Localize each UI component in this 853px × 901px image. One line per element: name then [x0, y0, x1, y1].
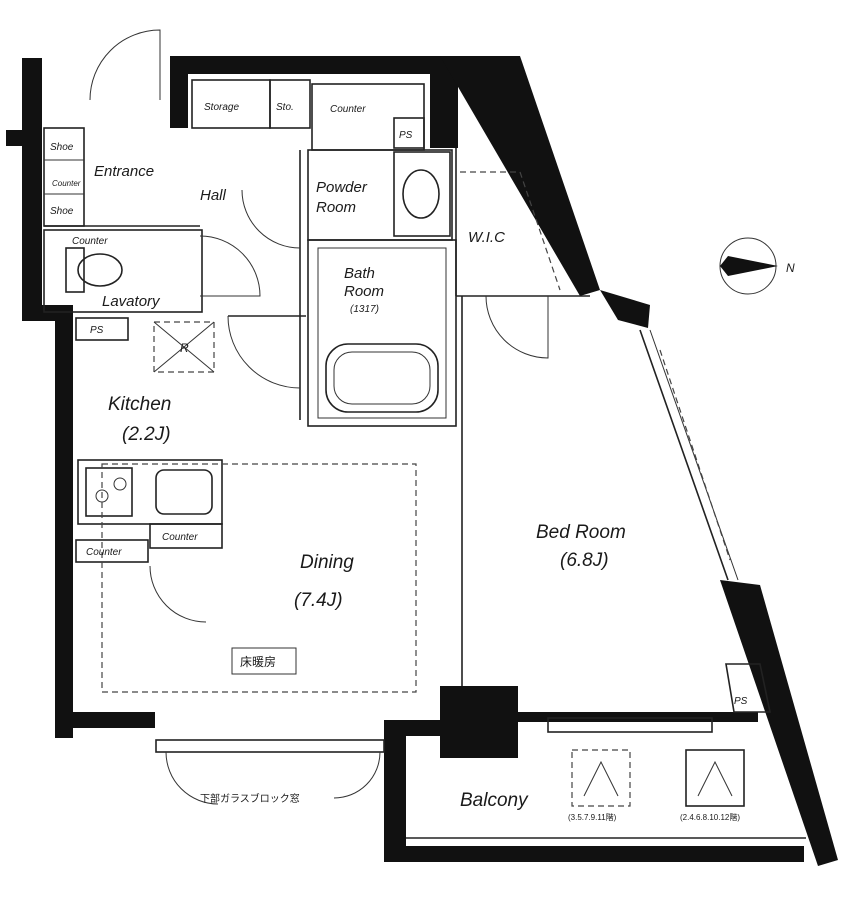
- floor-heating-box: [231, 647, 297, 675]
- storage-door: [149, 565, 207, 623]
- kitchen-door: [227, 315, 301, 389]
- bedroom-size: (6.8J): [560, 550, 609, 571]
- doors: [89, 29, 549, 805]
- wall-top: [170, 56, 440, 74]
- wall-left-lower: [55, 318, 73, 738]
- glass-block-window: [155, 739, 385, 753]
- fridge-mark: R: [180, 341, 189, 355]
- glass-block-note: 下部ガラスブロック窓: [200, 792, 300, 805]
- counter-left-label: Counter: [86, 547, 122, 558]
- counter-lavatory-label: Counter: [72, 236, 108, 247]
- dining-size: (7.4J): [294, 590, 343, 611]
- bedroom-door: [485, 295, 549, 359]
- ps-box-kitchen: [75, 317, 129, 341]
- floor-heating-label: 床暖房: [240, 654, 276, 669]
- bath-room: [307, 239, 457, 427]
- sash-window: [659, 349, 731, 561]
- bath-size: (1317): [350, 304, 379, 315]
- window-door-right: [333, 751, 381, 799]
- outer-walls: [6, 56, 838, 866]
- counter-left-box: [75, 539, 149, 563]
- hatch-right-label: (2.4.6.8.10.12階): [680, 812, 740, 822]
- interior-walls: [43, 79, 806, 839]
- kitchen-label: Kitchen: [108, 394, 171, 415]
- wall-bedroom-bottom: [518, 712, 758, 722]
- lavatory-label: Lavatory: [102, 293, 161, 310]
- wall-diagonal-notch: [600, 290, 650, 328]
- balcony-label: Balcony: [460, 790, 529, 811]
- wall-balcony-bottom: [384, 846, 804, 862]
- ps-box-bedroom: [725, 663, 771, 713]
- kitchen-sink: [155, 469, 213, 515]
- bath-line1: Bath: [344, 265, 375, 282]
- toilet-bowl: [77, 253, 123, 287]
- hatch-right: [685, 749, 745, 807]
- wall-diagonal-lower: [720, 580, 838, 866]
- compass-arrow-icon: [720, 266, 778, 276]
- entrance-label: Entrance: [94, 163, 154, 180]
- wall-left-upper: [22, 58, 42, 320]
- lavatory-door: [199, 235, 261, 297]
- balcony-window: [547, 717, 713, 733]
- dining-label: Dining: [300, 552, 354, 573]
- storage-label: Storage: [204, 102, 239, 113]
- hatch-left-label: (3.5.7.9.11階): [568, 812, 617, 822]
- wall-left-stub: [6, 130, 30, 146]
- compass-label: N: [786, 261, 795, 275]
- storage-small-box: [269, 79, 311, 129]
- wall-diagonal-upper: [440, 56, 600, 296]
- bedroom-label: Bed Room: [536, 522, 626, 543]
- counter-entrance-label: Counter: [52, 179, 81, 188]
- bath-line2: Room: [344, 283, 384, 300]
- shoe-bottom-label: Shoe: [50, 206, 74, 217]
- compass: N: [719, 237, 795, 295]
- hatch-left: [571, 749, 631, 807]
- wic-shelf: [460, 171, 561, 291]
- ps-bedroom-label: PS: [734, 696, 748, 707]
- washbasin: [402, 169, 440, 219]
- ps-box-powder: [393, 117, 425, 149]
- floor-heating-zone: [101, 463, 417, 693]
- wall-balcony-left: [384, 720, 406, 860]
- window-door-left: [165, 751, 219, 805]
- column-center: [440, 686, 518, 758]
- counter-right-box: [149, 523, 223, 549]
- fridge-space: [153, 321, 215, 373]
- entrance-door: [89, 29, 161, 101]
- wic-label: W.I.C: [468, 229, 505, 246]
- storage-small-label: Sto.: [276, 102, 294, 113]
- ps-kitchen-label: PS: [90, 325, 104, 336]
- kitchen-size: (2.2J): [122, 424, 171, 445]
- counter-powder-label: Counter: [330, 104, 366, 115]
- lavatory-room: [43, 229, 203, 313]
- powder-line1: Powder: [316, 179, 368, 196]
- shoe-top-label: Shoe: [50, 142, 74, 153]
- wall-bottom-left: [55, 712, 155, 728]
- labels: Shoe Counter Shoe Entrance Storage Sto. …: [50, 102, 748, 822]
- hall-label: Hall: [200, 187, 227, 204]
- wall-left-step: [22, 305, 73, 321]
- bathtub: [325, 343, 439, 413]
- ps-powder-label: PS: [399, 130, 413, 141]
- hall-door: [241, 189, 301, 249]
- toilet-tank: [65, 247, 85, 293]
- powder-line2: Room: [316, 199, 356, 216]
- stove: [85, 467, 133, 517]
- wall-top-left-post: [170, 56, 188, 128]
- counter-right-label: Counter: [162, 532, 198, 543]
